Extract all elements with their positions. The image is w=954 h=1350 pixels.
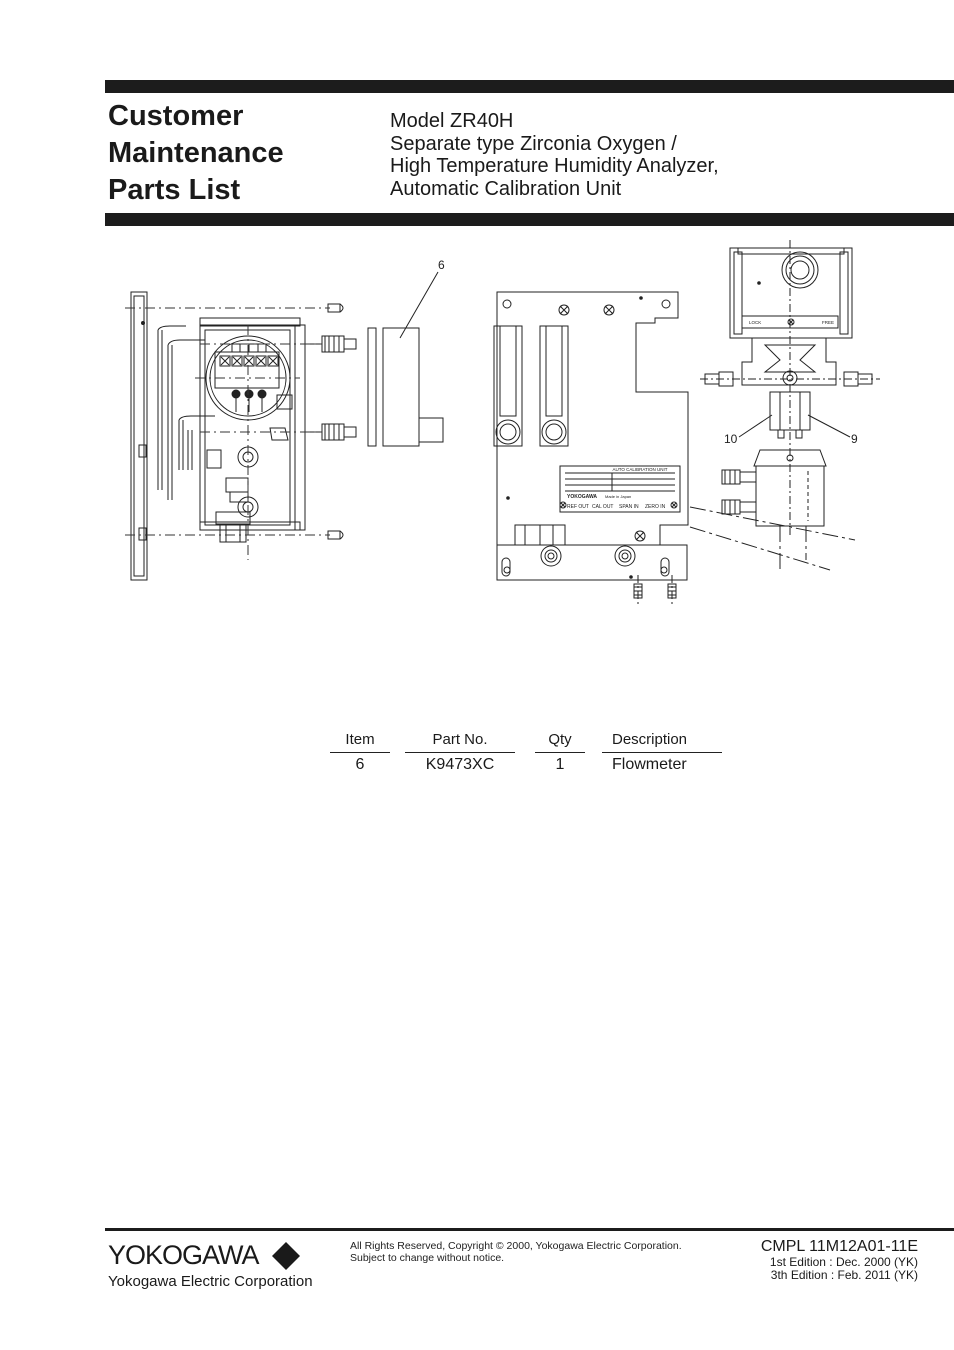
header-qty: Qty [548,731,572,748]
header-bottom-rule [105,213,954,226]
port-span-in: SPAN IN [619,504,639,510]
valve-lock-label: LOCK [749,320,761,325]
port-zero-in: ZERO IN [645,504,666,510]
copyright-notice: All Rights Reserved, Copyright © 2000, Y… [350,1240,730,1264]
port-ref-out: REF OUT [567,504,589,510]
title-line-3: Parts List [108,174,241,206]
document-code: CMPL 11M12A01-11E [760,1238,918,1255]
left-assembly: 6 [125,258,445,581]
port-cal-out: CAL OUT [592,504,613,510]
copyright-text: All Rights Reserved, Copyright © 2000, Y… [350,1240,682,1252]
model-line-1: Model ZR40H [390,110,514,132]
parts-table: Item Part No. Qty Description 6 K9473XC … [330,728,725,780]
header-top-rule [105,80,954,93]
row-item: 6 [355,756,365,773]
model-description: Model ZR40H Separate type Zirconia Oxyge… [390,110,930,200]
row-qty: 1 [555,756,565,773]
document-title: Customer Maintenance Parts List [108,98,368,209]
header-description: Description [612,731,688,748]
right-assembly: LOCK FREE 10 9 [689,240,880,571]
row-description: Flowmeter [612,756,687,773]
callout-9: 9 [851,432,858,446]
row-part-no: K9473XC [425,756,495,773]
nameplate-title: AUTO CALIBRATION UNIT [612,467,667,472]
header-item: Item [345,731,375,748]
diamond-logo-icon [271,1241,300,1270]
exploded-view-drawing: 6 AUTO CALIBRATION UNIT YOKOGAWA Made in… [125,240,880,604]
document-code-block: CMPL 11M12A01-11E 1st Edition : Dec. 200… [761,1238,918,1282]
footer-rule [105,1228,954,1231]
middle-assembly: AUTO CALIBRATION UNIT YOKOGAWA Made in J… [493,291,689,604]
corporation-name: Yokogawa Electric Corporation [108,1273,313,1290]
header-rule-desc [602,752,722,753]
model-line-4: Automatic Calibration Unit [390,177,622,200]
yokogawa-logo: YOKOGAWA Yokogawa Electric Corporation [108,1240,313,1290]
header-rule-qty [535,752,585,753]
header-part-no: Part No. [432,731,488,748]
model-line-3: High Temperature Humidity Analyzer, [390,155,719,177]
nameplate-maker: YOKOGAWA [567,494,597,500]
valve-free-label: FREE [822,320,834,325]
logo-wordmark: YOKOGAWA [108,1240,260,1270]
callout-6: 6 [438,258,445,272]
parts-table-header: Item Part No. Qty Description [330,728,725,754]
header-rule-item [330,752,390,753]
table-row: 6 K9473XC 1 Flowmeter [330,754,725,780]
change-notice: Subject to change without notice. [350,1252,505,1264]
first-edition: 1st Edition : Dec. 2000 (YK) [769,1255,918,1269]
third-edition: 3th Edition : Feb. 2011 (YK) [770,1268,918,1282]
nameplate-made-in: Made in Japan [605,494,631,499]
title-line-2: Maintenance [108,137,284,169]
model-line-2: Separate type Zirconia Oxygen / [390,132,677,155]
callout-10: 10 [724,432,738,446]
title-line-1: Customer [108,100,244,132]
header-rule-part [405,752,515,753]
